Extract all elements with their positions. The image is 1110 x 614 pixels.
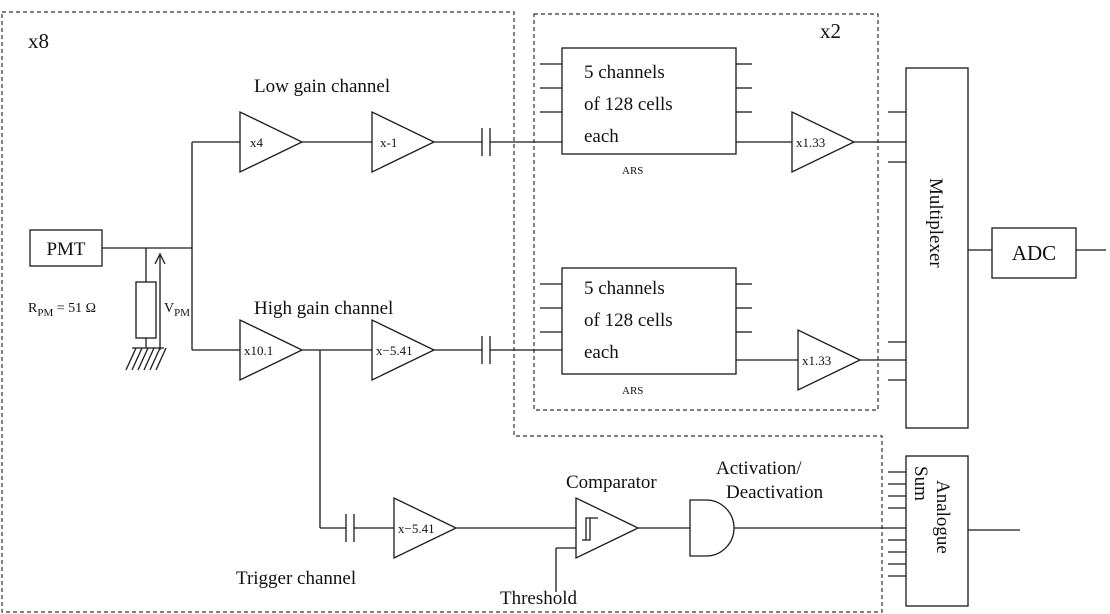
voltage-label: VPM bbox=[164, 301, 190, 319]
ars-2-caption: ARS bbox=[622, 385, 643, 397]
ars-1-caption: ARS bbox=[622, 165, 643, 177]
ars-block-1 bbox=[561, 47, 737, 155]
analogue-sum-label-line1: Analogue bbox=[932, 480, 953, 554]
ars-1-pins bbox=[540, 63, 752, 113]
ars-1-line3: each bbox=[584, 126, 619, 147]
amp-x10 bbox=[239, 318, 304, 382]
amp-x133-1-label: x1.33 bbox=[796, 135, 825, 150]
adc-label: ADC bbox=[1012, 241, 1056, 265]
ars-2-pins bbox=[540, 283, 752, 333]
amp-x10-label: x10.1 bbox=[244, 343, 273, 358]
ground-icon bbox=[125, 347, 167, 371]
low-gain-channel-title: Low gain channel bbox=[254, 76, 390, 97]
x2-label: x2 bbox=[820, 19, 841, 43]
x2-group-boundary bbox=[533, 13, 879, 411]
input-wiring bbox=[102, 141, 240, 351]
multiplexer-box bbox=[905, 67, 969, 429]
multiplexer-label: Multiplexer bbox=[925, 178, 946, 268]
coupling-capacitor-high bbox=[481, 336, 491, 364]
ars-2-line2: of 128 cells bbox=[584, 310, 673, 331]
x8-group-boundary bbox=[1, 11, 883, 613]
coupling-capacitor-trigger bbox=[345, 514, 355, 542]
activation-gate bbox=[689, 499, 735, 557]
amp-x541-trigger bbox=[393, 496, 458, 560]
pmt-box bbox=[29, 229, 103, 267]
trigger-channel-title: Trigger channel bbox=[236, 568, 356, 589]
ars-block-2 bbox=[561, 267, 737, 375]
amp-x133-2-label: x1.33 bbox=[802, 353, 831, 368]
pmt-label: PMT bbox=[46, 239, 85, 260]
amp-x541-trigger-label: x−5.41 bbox=[398, 521, 435, 536]
amp-xm1-label: x-1 bbox=[380, 135, 397, 150]
amp-x133-2 bbox=[797, 328, 862, 392]
comparator bbox=[575, 496, 640, 560]
analogue-sum-label-line2: Sum bbox=[910, 466, 931, 501]
activation-label-line2: Deactivation bbox=[726, 482, 824, 503]
ars-2-line3: each bbox=[584, 342, 619, 363]
high-gain-channel-title: High gain channel bbox=[254, 298, 393, 319]
amp-x541-high-label: x−5.41 bbox=[376, 343, 413, 358]
activation-label-line1: Activation/ bbox=[716, 458, 802, 479]
comparator-label: Comparator bbox=[566, 472, 657, 493]
coupling-capacitor-low bbox=[481, 128, 491, 156]
voltage-arrow-icon bbox=[154, 252, 166, 350]
analogue-sum-box bbox=[905, 455, 969, 607]
x8-label: x8 bbox=[28, 29, 49, 53]
amp-x541-high bbox=[371, 318, 436, 382]
ars-1-line2: of 128 cells bbox=[584, 94, 673, 115]
hysteresis-icon bbox=[582, 517, 598, 541]
amp-x133-1 bbox=[791, 110, 856, 174]
analogue-sum-pins bbox=[888, 471, 906, 577]
amp-x4-label: x4 bbox=[250, 135, 264, 150]
multiplexer-pins bbox=[888, 111, 906, 381]
ars-2-line1: 5 channels bbox=[584, 278, 665, 299]
amp-xm1 bbox=[371, 110, 436, 174]
adc-box bbox=[991, 227, 1077, 279]
ars-1-line1: 5 channels bbox=[584, 62, 665, 83]
resistor bbox=[135, 281, 157, 339]
threshold-label: Threshold bbox=[500, 588, 578, 609]
resistor-label: RPM = 51 Ω bbox=[28, 301, 96, 319]
amp-x4 bbox=[239, 110, 304, 174]
